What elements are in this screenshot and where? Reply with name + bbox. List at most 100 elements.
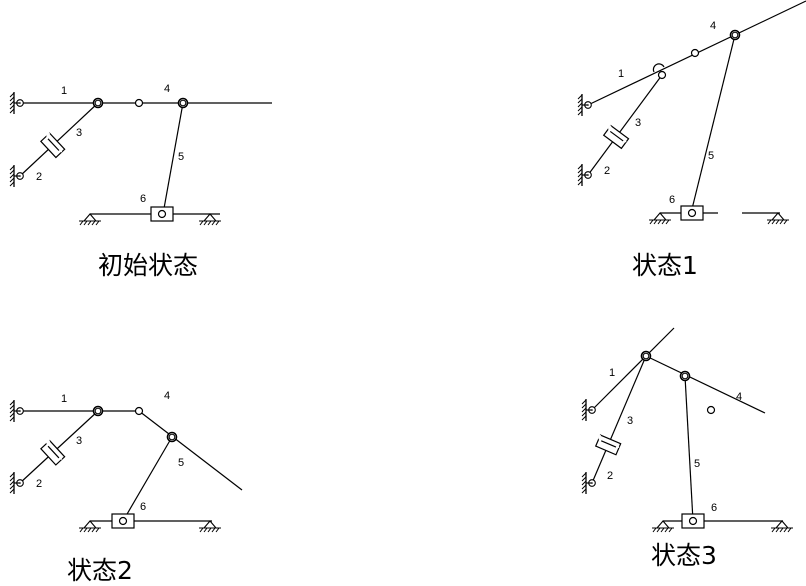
compound-joint-inner [94,407,102,415]
support-hatch [656,527,661,533]
support-hatch [215,527,220,533]
support-hatch [211,527,216,533]
support-hatch [783,219,788,225]
link-line [690,34,736,214]
slider-pin [687,208,697,218]
link-label-6: 6 [711,502,717,514]
linkage-shapes [9,0,806,533]
cylinder-body [602,124,630,150]
wall-hatch [577,168,583,174]
support-hatch [787,527,792,533]
support-hatch [91,527,96,533]
cylinder-open [608,128,627,143]
support-hatch [207,220,212,226]
support-hatch [215,220,220,226]
wall-hatch [9,404,15,410]
crossing-arc [652,63,665,73]
wall-hatch [9,165,15,171]
cylinder-open [598,438,620,449]
wall-hatch [581,415,587,421]
wall-hatch [9,416,15,422]
support-triangle [775,520,789,529]
wall-hatch [9,108,15,114]
wall-hatch [577,172,583,178]
wall-hatch [9,400,15,406]
support-triangle [203,520,217,529]
support-hatch [665,219,670,225]
cylinder-gap [46,132,51,137]
support-hatch [207,527,212,533]
joint-pin [690,48,700,58]
support-hatch [664,527,669,533]
wall-hatch [9,100,15,106]
caption-state-2: 状态2 [67,556,133,585]
support-hatch [775,219,780,225]
link-label-1: 1 [61,85,67,97]
ground-support-icon [79,520,101,533]
support-hatch [649,219,654,225]
support-hatch [95,527,100,533]
compound-joint-inner [731,31,739,39]
link-label-4: 4 [164,390,170,402]
support-hatch [783,527,788,533]
wall-hatch [581,411,587,417]
wall-hatch [9,173,15,179]
compound-joint-inner [681,372,689,380]
hydraulic-cylinder-icon [594,434,622,456]
wall-hatch [577,110,583,116]
support-triangle [656,520,670,529]
joint-pin [134,98,144,108]
support-hatch [87,220,92,226]
wall-hatch [9,476,15,482]
joint-pin [706,405,716,415]
support-hatch [79,527,84,533]
support-triangle [83,520,97,529]
link-line [684,375,694,522]
support-hatch [771,219,776,225]
cylinder-gap [46,440,51,444]
support-triangle [203,213,217,222]
support-hatch [83,220,88,226]
wall-hatch [577,106,583,112]
link-label-4: 4 [736,391,742,403]
support-hatch [653,219,658,225]
link-label-3: 3 [635,117,641,129]
support-hatch [87,527,92,533]
support-hatch [779,527,784,533]
link-label-1: 1 [61,393,67,405]
support-hatch [91,220,96,226]
wall-hatch [9,484,15,490]
wall-hatch [9,177,15,183]
link-label-3: 3 [76,435,82,447]
support-hatch [652,527,657,533]
link-label-4: 4 [710,20,716,32]
ground-support-icon [652,520,674,533]
compound-joint-inner [642,352,650,360]
link-label-5: 5 [694,458,700,470]
cylinder-body [40,439,66,466]
wall-hatch [577,94,583,100]
support-hatch [775,527,780,533]
wall-hatch [9,488,15,494]
link-label-2: 2 [36,478,42,490]
wall-hatch [581,476,587,482]
link-label-4: 4 [164,83,170,95]
link-line [122,436,173,522]
wall-hatch [9,412,15,418]
wall-hatch [577,164,583,170]
joint-pin [134,406,144,416]
link-line [138,410,243,491]
cylinder-piston [47,138,60,151]
slider-pin [157,209,167,219]
ground-support-icon [79,213,101,226]
slider-pin [118,516,128,526]
compound-joint-inner [179,99,187,107]
ground-support-icon [649,212,671,225]
caption-state-1: 状态1 [632,251,698,280]
cylinder-open [46,135,63,153]
wall-hatch [9,408,15,414]
link-label-2: 2 [36,171,42,183]
compound-joint-inner [168,433,176,441]
wall-hatch [581,488,587,494]
